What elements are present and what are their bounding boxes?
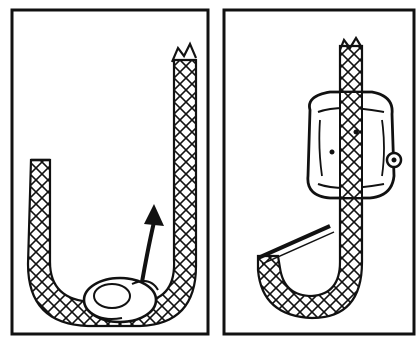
left-panel [12,10,208,334]
right-panel [224,10,414,334]
knot-icon [84,278,158,322]
cord-lock-icon [308,92,401,198]
